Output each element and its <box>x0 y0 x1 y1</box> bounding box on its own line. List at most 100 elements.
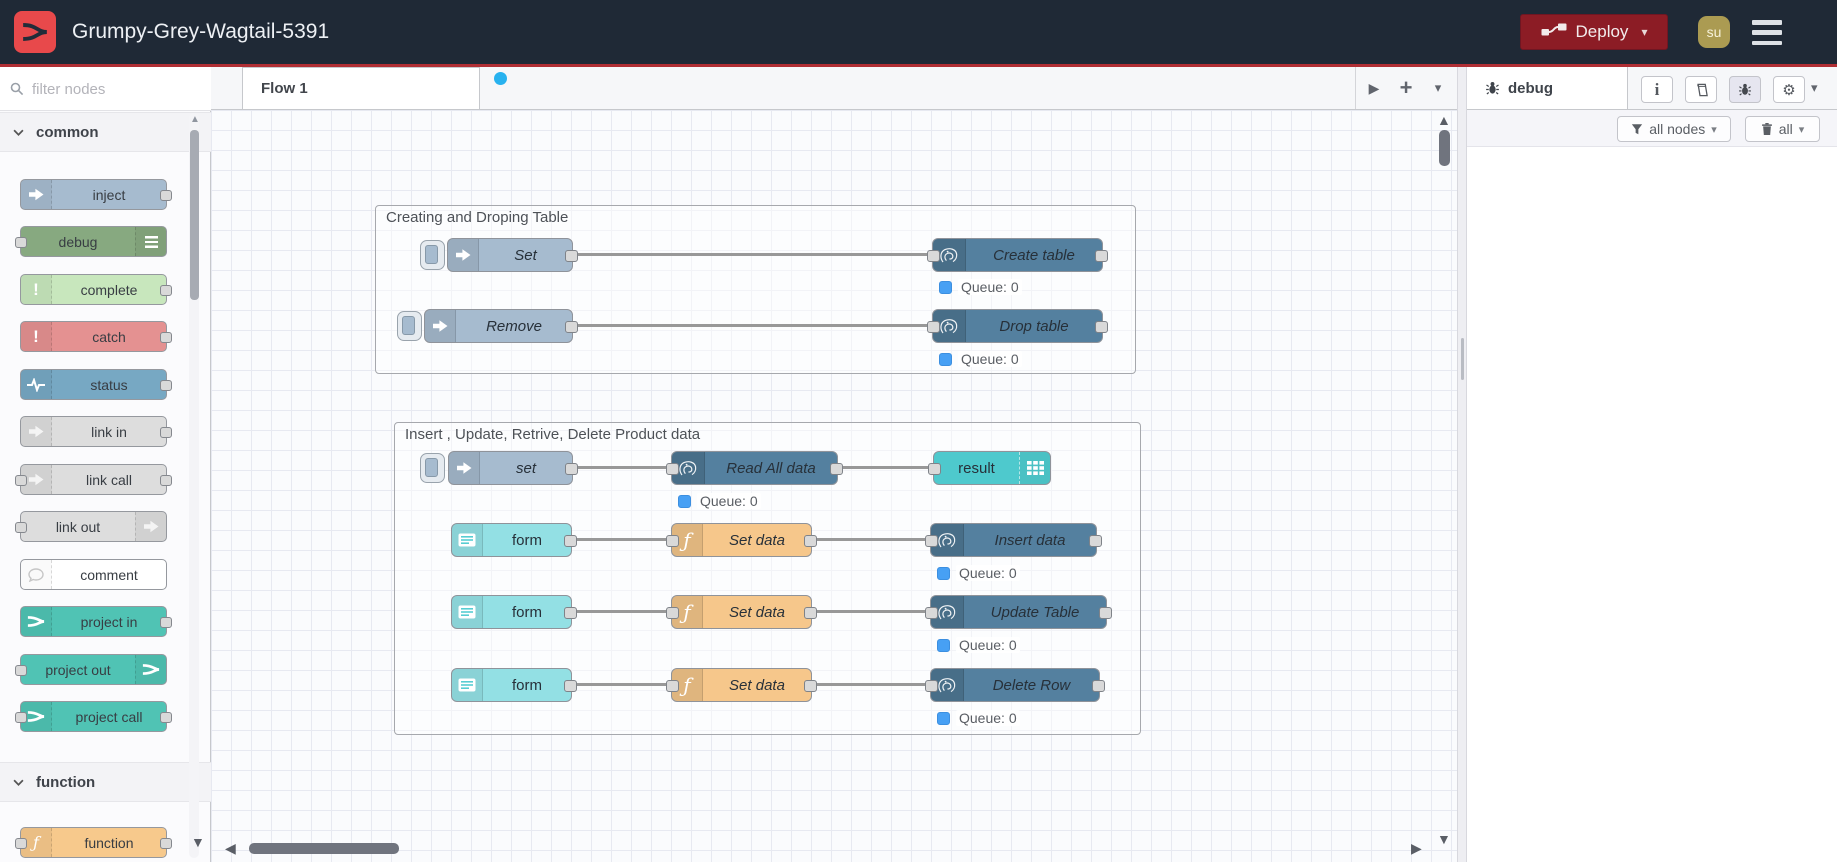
port-input[interactable] <box>927 321 940 333</box>
node-function-set-data[interactable]: ƒ Set data <box>666 595 817 629</box>
port-output[interactable] <box>564 607 577 619</box>
tab-flow-1[interactable]: Flow 1 <box>242 67 507 109</box>
palette-node-debug[interactable]: debug <box>15 226 167 257</box>
wire[interactable] <box>566 538 676 541</box>
port-output[interactable] <box>1095 321 1108 333</box>
node-inject-remove[interactable]: Remove <box>424 309 578 343</box>
port-output[interactable] <box>565 463 578 475</box>
wire[interactable] <box>567 466 674 469</box>
palette-node-catch[interactable]: ! catch <box>20 321 172 352</box>
node-postgres-update-table[interactable]: Update Table <box>925 595 1112 629</box>
wire[interactable] <box>834 466 933 469</box>
node-ui-form[interactable]: form <box>451 668 577 702</box>
node-postgres-read-all[interactable]: Read All data <box>666 451 843 485</box>
info-button[interactable]: i <box>1641 76 1673 103</box>
node-ui-form[interactable]: form <box>451 595 577 629</box>
port-input[interactable] <box>925 607 938 619</box>
scroll-left-icon[interactable]: ◀ <box>225 840 236 856</box>
port-input[interactable] <box>925 535 938 547</box>
flow-list-button[interactable]: ▾ <box>1434 80 1442 95</box>
palette-node-function[interactable]: ƒ function <box>15 827 172 858</box>
node-ui-form[interactable]: form <box>451 523 577 557</box>
port-output[interactable] <box>1095 250 1108 262</box>
search-input[interactable] <box>30 75 194 103</box>
port-output[interactable] <box>804 607 817 619</box>
help-docs-button[interactable] <box>1685 76 1717 103</box>
scroll-up-icon[interactable]: ▲ <box>190 114 200 125</box>
port-input[interactable] <box>666 535 679 547</box>
wire[interactable] <box>806 538 935 541</box>
inject-button[interactable] <box>420 240 445 270</box>
port-output[interactable] <box>565 250 578 262</box>
sidebar-splitter[interactable] <box>1457 67 1467 862</box>
deploy-caret-icon[interactable]: ▾ <box>1641 25 1648 39</box>
flow-group-create-drop[interactable]: Creating and Droping Table <box>375 205 1136 374</box>
palette-node-status[interactable]: status <box>20 369 172 400</box>
palette-node-project-call[interactable]: project call <box>15 701 172 732</box>
port-input[interactable] <box>666 607 679 619</box>
user-avatar[interactable]: su <box>1698 16 1730 48</box>
scroll-up-icon[interactable]: ▲ <box>1437 112 1451 128</box>
node-inject-set-lower[interactable]: set <box>448 451 578 485</box>
clear-debug-button[interactable]: all ▾ <box>1745 116 1820 142</box>
palette-node-project-out[interactable]: project out <box>15 654 167 685</box>
node-ui-table-result[interactable]: result <box>928 451 1051 485</box>
port-output[interactable] <box>804 535 817 547</box>
node-postgres-create-table[interactable]: Create table <box>927 238 1108 272</box>
port-output[interactable] <box>830 463 843 475</box>
wire[interactable] <box>567 324 937 327</box>
port-input[interactable] <box>666 463 679 475</box>
palette-node-inject[interactable]: inject <box>20 179 172 210</box>
config-nodes-button[interactable]: ⚙ <box>1773 76 1805 103</box>
wire[interactable] <box>571 253 937 256</box>
deploy-button[interactable]: Deploy ▾ <box>1520 14 1668 50</box>
node-function-set-data[interactable]: ƒ Set data <box>666 668 817 702</box>
wire[interactable] <box>566 610 676 613</box>
palette-category-function[interactable]: function <box>0 762 211 802</box>
inject-button[interactable] <box>420 453 445 483</box>
port-input[interactable] <box>928 463 941 475</box>
port-input[interactable] <box>666 680 679 692</box>
port-output[interactable] <box>1092 680 1105 692</box>
palette-node-project-in[interactable]: project in <box>20 606 172 637</box>
splitter-handle[interactable] <box>1461 338 1464 380</box>
node-postgres-insert-data[interactable]: Insert data <box>925 523 1102 557</box>
wire[interactable] <box>806 610 935 613</box>
sidebar-menu-caret-icon[interactable]: ▾ <box>1811 80 1818 95</box>
palette-node-link-out[interactable]: link out <box>15 511 167 542</box>
palette-scrollbar-track[interactable] <box>189 113 199 858</box>
palette-node-complete[interactable]: ! complete <box>20 274 172 305</box>
port-output[interactable] <box>1099 607 1112 619</box>
palette-scrollbar-thumb[interactable] <box>190 130 199 300</box>
port-output[interactable] <box>564 680 577 692</box>
next-tab-button[interactable]: ▶ <box>1368 79 1380 96</box>
inject-button[interactable] <box>397 311 422 341</box>
node-function-set-data[interactable]: ƒ Set data <box>666 523 817 557</box>
palette-node-link-in[interactable]: link in <box>20 416 172 447</box>
node-postgres-delete-row[interactable]: Delete Row <box>925 668 1105 702</box>
flow-canvas[interactable]: Creating and Droping Table Set Create ta… <box>211 110 1457 862</box>
wire[interactable] <box>806 683 935 686</box>
node-inject-set[interactable]: Set <box>447 238 578 272</box>
wire[interactable] <box>566 683 676 686</box>
filter-nodes-button[interactable]: all nodes ▾ <box>1617 116 1731 142</box>
vertical-scrollbar-thumb[interactable] <box>1439 130 1450 166</box>
tab-debug[interactable]: debug <box>1467 67 1628 109</box>
main-menu-button[interactable] <box>1752 20 1782 45</box>
port-output[interactable] <box>804 680 817 692</box>
palette-node-comment[interactable]: comment <box>20 559 167 590</box>
port-input[interactable] <box>927 250 940 262</box>
horizontal-scrollbar-thumb[interactable] <box>249 843 399 854</box>
palette-node-link-call[interactable]: link call <box>15 464 172 495</box>
port-output[interactable] <box>565 321 578 333</box>
scroll-right-icon[interactable]: ▶ <box>1411 840 1422 856</box>
node-postgres-drop-table[interactable]: Drop table <box>927 309 1108 343</box>
palette-category-common[interactable]: common <box>0 112 211 152</box>
add-flow-button[interactable]: + <box>1399 75 1413 100</box>
port-input[interactable] <box>925 680 938 692</box>
debug-messages-button[interactable] <box>1729 76 1761 103</box>
port-output[interactable] <box>1089 535 1102 547</box>
scroll-down-icon[interactable]: ▼ <box>191 834 205 850</box>
port-output[interactable] <box>564 535 577 547</box>
scroll-down-icon[interactable]: ▼ <box>1437 831 1451 847</box>
